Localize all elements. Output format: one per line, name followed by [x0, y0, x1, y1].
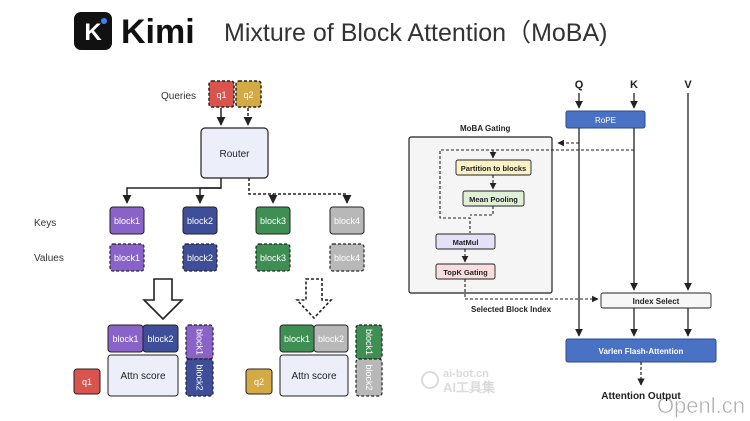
- topk-to-index-select-arrow: [464, 279, 599, 303]
- q2-big-arrow-icon: [295, 278, 333, 320]
- kimi-logo-dot-icon: [101, 18, 107, 24]
- right-panel: Q K V RoPE MoBA Gating Partition to bloc…: [408, 79, 717, 402]
- rope-label: RoPE: [595, 116, 616, 125]
- q1-panel-key2-label: block2: [147, 334, 173, 344]
- q1-query-box: [73, 368, 101, 395]
- q1-attn-score-label: Attn score: [120, 371, 165, 382]
- q1-panel-value1-label: block1: [195, 329, 205, 355]
- topk-step-label: TopK Gating: [443, 268, 488, 277]
- key-block1-label: block1: [114, 216, 140, 226]
- q2-attn-score-label: Attn score: [291, 371, 336, 382]
- q1-attn-score-box: [107, 354, 179, 397]
- input-v-label: V: [684, 79, 692, 91]
- value-block4-label: block4: [334, 253, 360, 263]
- route-block2-arrow: [195, 187, 221, 204]
- q2-attention-panel: block1 block2 block1 block2 Attn score q…: [245, 324, 383, 397]
- key-block3-label: block3: [260, 216, 286, 226]
- value-block1: [109, 243, 145, 272]
- key-block4: [329, 206, 365, 235]
- value-block2: [182, 243, 218, 272]
- attention-output-label: Attention Output: [601, 391, 681, 402]
- q1-query-label: q1: [82, 377, 92, 387]
- value-block2-label: block2: [187, 253, 213, 263]
- header: K Kimi Mixture of Block Attention（MoBA): [74, 12, 607, 51]
- input-q-label: Q: [575, 79, 584, 91]
- value-block1-label: block1: [114, 253, 140, 263]
- router-box: [200, 127, 269, 179]
- flash-attention-label: Varlen Flash-Attention: [599, 347, 684, 356]
- page-title: Mixture of Block Attention（MoBA): [224, 19, 607, 47]
- q1-attention-panel: block1 block2 block1 block2 Attn score q…: [73, 324, 214, 397]
- q2-panel-value2: [355, 358, 383, 397]
- partition-step-label: Partition to blocks: [461, 164, 526, 173]
- q2-attn-score-box: [279, 354, 349, 397]
- moba-gating-title: MoBA Gating: [460, 124, 510, 133]
- query-q1: [208, 80, 235, 108]
- index-select-label: Index Select: [633, 297, 680, 306]
- q1-panel-value1: [185, 324, 214, 360]
- selected-block-index-label: Selected Block Index: [471, 305, 552, 314]
- watermark-site-name: AI工具集: [443, 380, 496, 395]
- kimi-logo-letter: K: [84, 19, 102, 46]
- route-block3-arrow: [248, 178, 278, 204]
- watermark-logo-icon: [421, 371, 439, 389]
- pooling-to-matmul-path: [470, 206, 494, 216]
- value-block4: [329, 243, 365, 272]
- watermark-center: ai-bot.cn AI工具集: [421, 368, 496, 395]
- query-q2: [235, 80, 262, 108]
- queries-label: Queries: [161, 91, 196, 102]
- route-block4-arrow: [273, 193, 352, 204]
- matmul-step-label: MatMul: [453, 238, 479, 247]
- q2-panel-value2-label: block2: [364, 364, 374, 390]
- key-block2-label: block2: [187, 216, 213, 226]
- k-to-gating-dashed-path: [439, 149, 634, 233]
- q1-panel-value2-label: block2: [195, 364, 205, 390]
- q2-query-box: [245, 368, 273, 395]
- watermark-corner: Openl.cn: [657, 393, 745, 418]
- q2-panel-key2: [313, 324, 349, 353]
- watermark-domain: ai-bot.cn: [443, 368, 489, 380]
- q2-panel-value1-label: block1: [364, 329, 374, 355]
- pooling-step-label: Mean Pooling: [469, 195, 518, 204]
- index-select-box: [600, 292, 712, 309]
- q2-panel-key1-label: block1: [284, 334, 310, 344]
- values-label: Values: [34, 253, 64, 264]
- q1-panel-key2: [142, 324, 179, 353]
- q1-big-arrow-icon: [142, 278, 184, 321]
- keys-label: Keys: [34, 218, 56, 229]
- left-panel: Queries q1 q2 Router Keys Values block1 …: [34, 80, 383, 397]
- router-label: Router: [219, 149, 250, 160]
- brand-name: Kimi: [121, 13, 195, 51]
- q2-panel-key2-label: block2: [318, 334, 344, 344]
- key-block1: [109, 206, 145, 235]
- q2-query-label: q2: [254, 377, 264, 387]
- key-block3: [255, 206, 291, 235]
- query-q1-label: q1: [216, 90, 226, 100]
- rope-box: [565, 110, 646, 129]
- input-k-label: K: [630, 79, 638, 91]
- q1-panel-key1-label: block1: [112, 334, 138, 344]
- q1-panel-value2: [185, 358, 214, 397]
- query-q2-label: q2: [243, 90, 253, 100]
- value-block3-label: block3: [260, 253, 286, 263]
- route-block1-arrow: [122, 178, 222, 204]
- key-block2: [182, 206, 218, 235]
- value-block3: [255, 243, 291, 272]
- key-block4-label: block4: [334, 216, 360, 226]
